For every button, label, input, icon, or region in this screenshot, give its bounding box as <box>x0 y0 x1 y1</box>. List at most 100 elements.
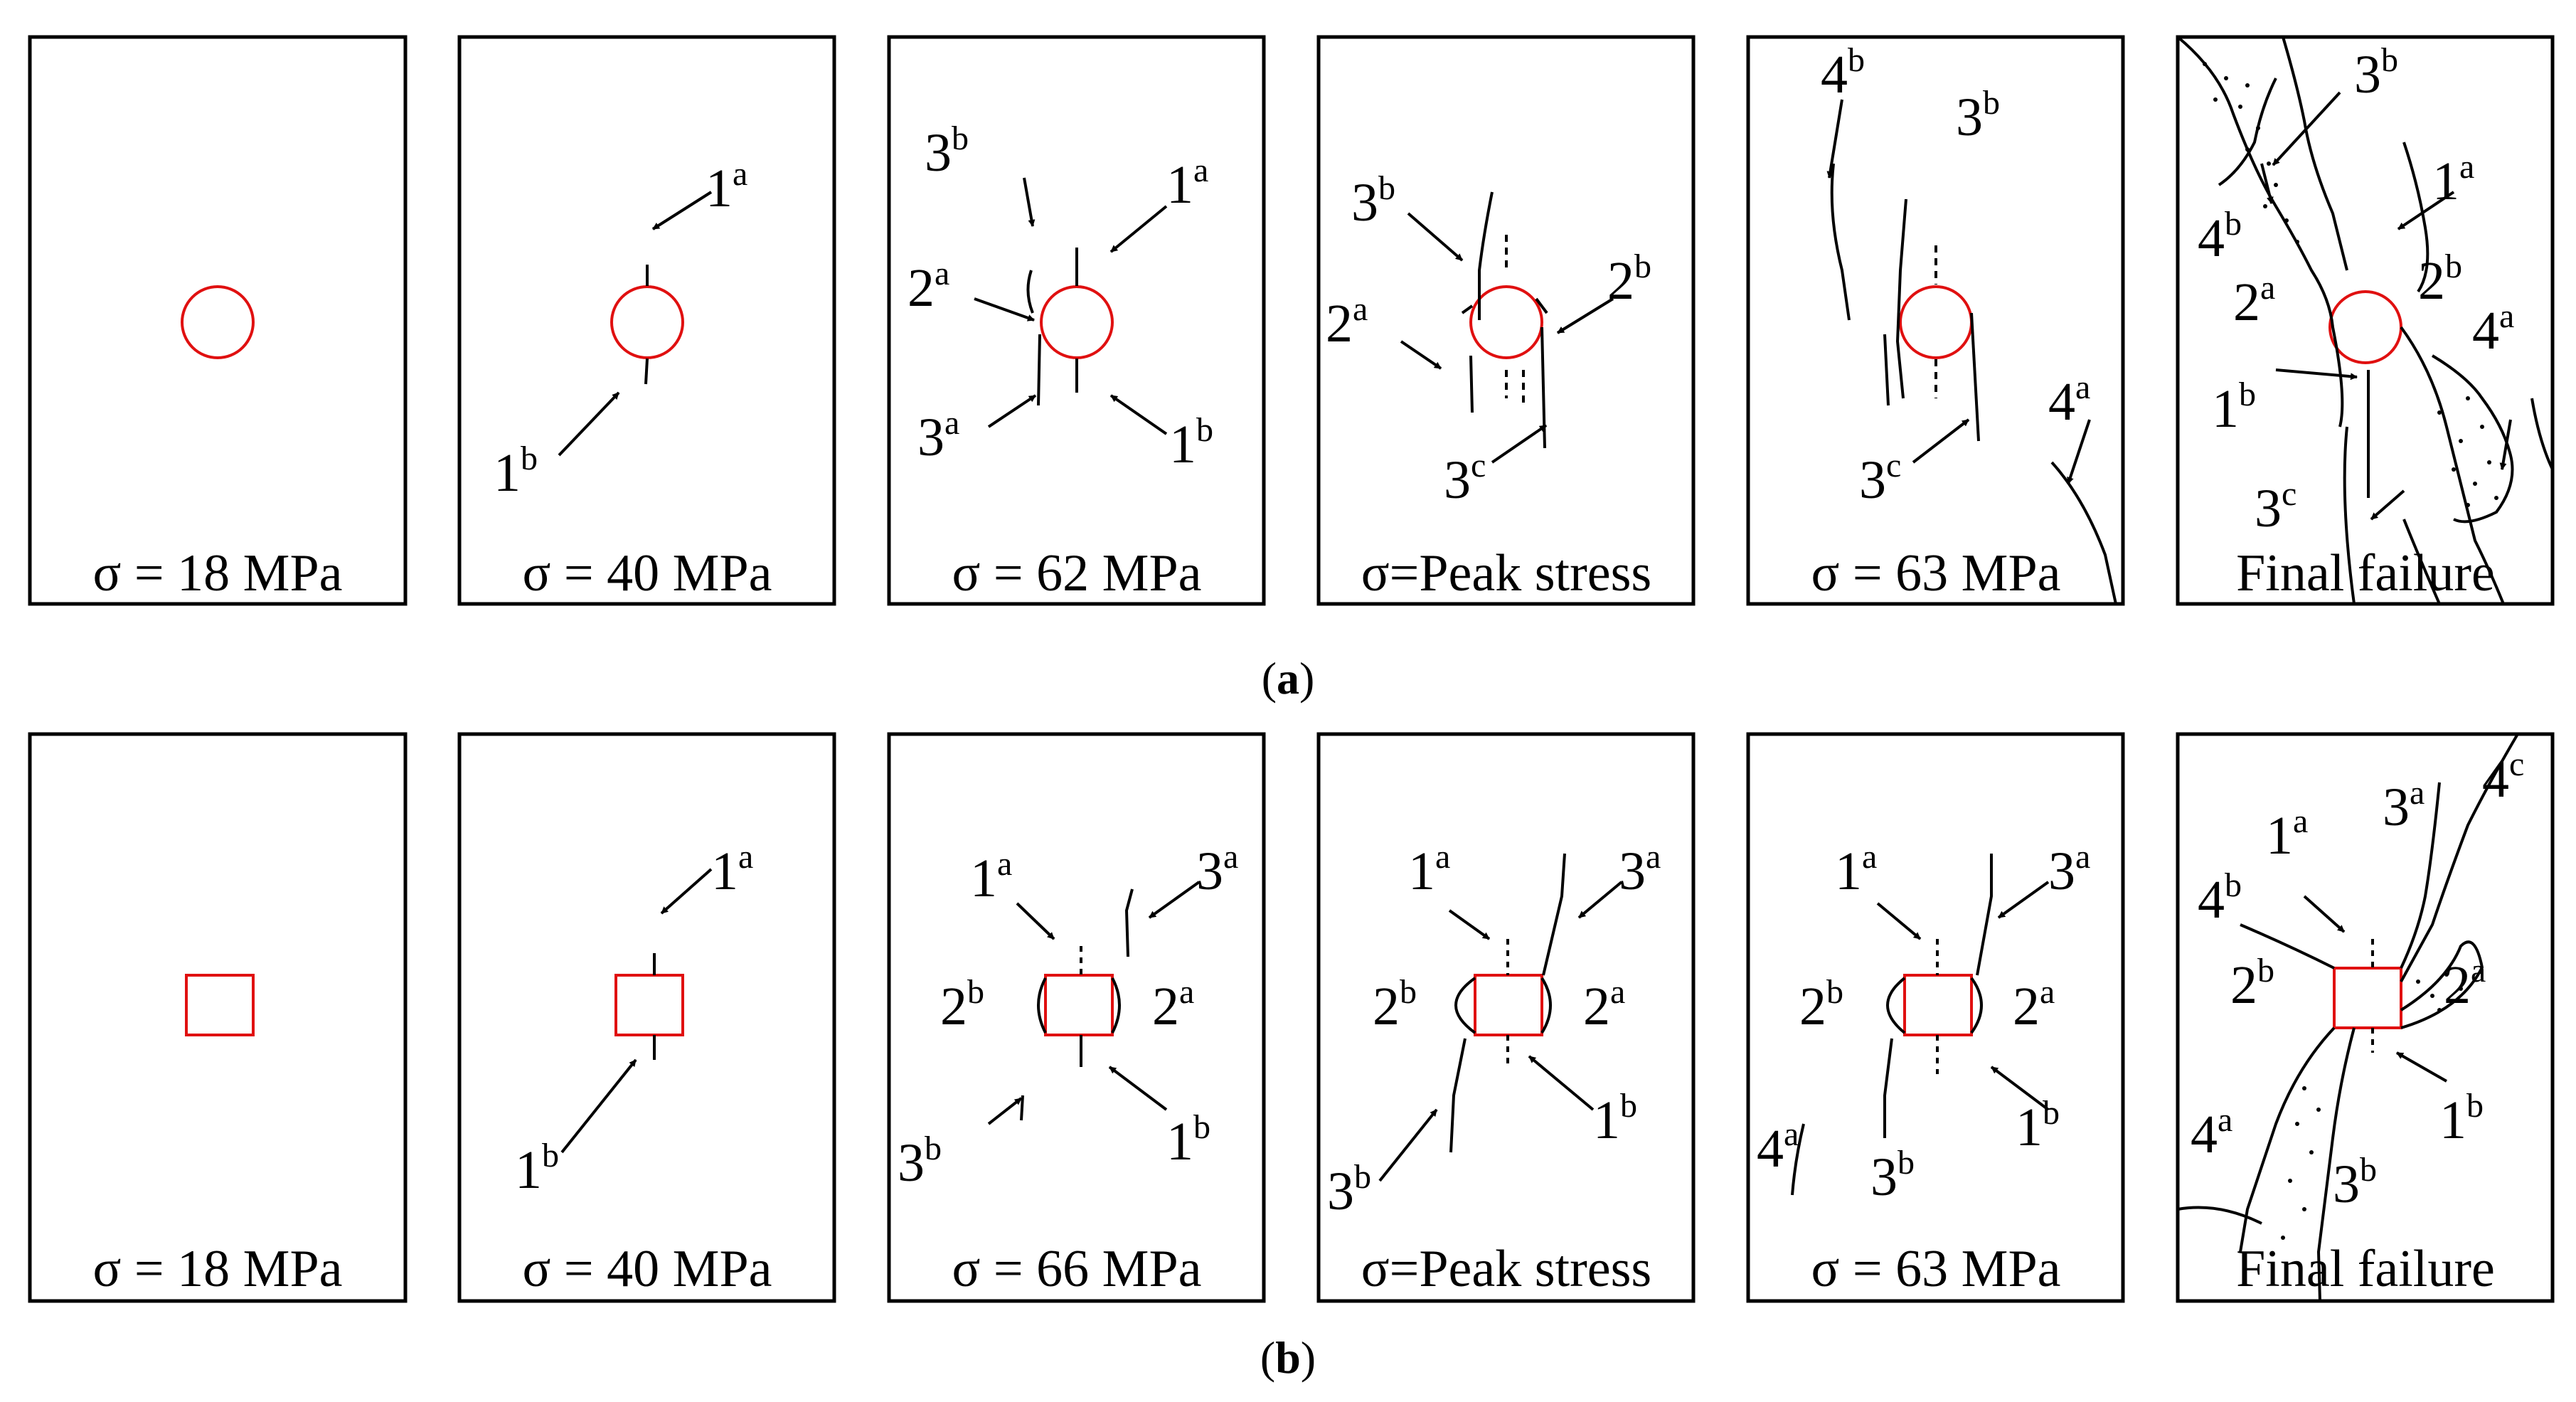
row-b: 1a 1b 1a 3a 2b 2a 3b 1b 1a 3a 2b 2a 1b 3… <box>28 732 2555 1383</box>
circular-opening <box>610 285 684 359</box>
svg-text:2b: 2b <box>1607 248 1651 311</box>
svg-text:1b: 1b <box>1169 411 1213 474</box>
crack-label: 3 <box>917 408 944 467</box>
row-a: 1a 1b 3b 1a 2a 3a 1b 3b 2b 2a 3c 4b 3b 3… <box>28 35 2555 703</box>
crack-labels: 1a 1b 1a 3a 2b 2a 3b 1b 1a 3a 2b 2a 1b 3… <box>515 745 2524 1221</box>
svg-text:3c: 3c <box>2255 475 2296 538</box>
crack-label: 3 <box>1351 173 1378 233</box>
square-opening <box>614 974 684 1036</box>
panel-frame <box>2176 732 2555 1303</box>
crack-label: 4 <box>2191 1105 2218 1164</box>
crack-label: 3 <box>1444 450 1471 510</box>
crack-label: 3 <box>1196 841 1223 901</box>
crack-label: 1 <box>2212 379 2239 439</box>
crack-label: 2 <box>940 977 967 1036</box>
svg-text:1a: 1a <box>1166 152 1208 215</box>
svg-text:3b: 3b <box>1870 1144 1915 1207</box>
svg-text:1a: 1a <box>706 155 747 218</box>
svg-text:4b: 4b <box>2198 866 2242 930</box>
arrows <box>560 868 2447 1182</box>
crack-label: 3 <box>1859 450 1886 510</box>
crack-label: 3 <box>1327 1162 1354 1221</box>
svg-text:3b: 3b <box>1956 84 2000 147</box>
svg-text:1b: 1b <box>2439 1087 2484 1150</box>
stage-label: σ = 40 MPa <box>523 1240 772 1298</box>
crack-label: 4 <box>1757 1119 1784 1179</box>
crack-label: 4 <box>1821 45 1848 105</box>
crack-label: 4 <box>2472 301 2499 361</box>
svg-text:4a: 4a <box>2472 297 2514 361</box>
crack-label: 1 <box>1166 155 1193 215</box>
arrows <box>558 91 2512 521</box>
crack-label: 1 <box>711 841 738 901</box>
square-opening <box>185 974 255 1036</box>
crushed-zone <box>2281 972 2463 1240</box>
svg-text:2b: 2b <box>940 973 984 1036</box>
svg-text:4a: 4a <box>2048 368 2090 432</box>
svg-text:3b: 3b <box>925 120 969 183</box>
svg-text:2a: 2a <box>2233 269 2275 332</box>
crack-label: 2 <box>1583 977 1610 1036</box>
svg-text:2a: 2a <box>2013 973 2055 1036</box>
svg-text:3b: 3b <box>2354 41 2398 105</box>
crack-label: 1 <box>2432 152 2459 211</box>
crack-label: 2 <box>1152 977 1179 1036</box>
stage-labels: σ = 18 MPa σ = 40 MPa σ = 62 MPa σ=Peak … <box>93 544 2495 602</box>
panel-frame <box>28 35 408 606</box>
crack-label: 3 <box>1619 841 1646 901</box>
stage-label: σ=Peak stress <box>1361 544 1651 602</box>
crack-label: 1 <box>1408 841 1435 901</box>
panel-frame <box>2176 35 2555 606</box>
svg-text:2a: 2a <box>1152 973 1194 1036</box>
crack-label: 2 <box>2418 251 2445 311</box>
svg-text:2a: 2a <box>1583 973 1625 1036</box>
crack-label: 3 <box>2048 841 2075 901</box>
svg-text:1b: 1b <box>2212 376 2256 439</box>
stage-label: σ = 63 MPa <box>1811 1240 2061 1298</box>
svg-text:2a: 2a <box>2444 952 2486 1015</box>
svg-text:3c: 3c <box>1444 447 1486 510</box>
crack-label: 3 <box>1956 87 1983 147</box>
crack-label: 3 <box>898 1133 925 1193</box>
crack-label: 1 <box>1593 1090 1620 1150</box>
circular-opening <box>181 285 255 359</box>
crack-label: 2 <box>1799 977 1826 1036</box>
panel-frame <box>1316 732 1696 1303</box>
svg-text:3b: 3b <box>1327 1158 1371 1221</box>
svg-text:3a: 3a <box>1619 838 1661 901</box>
panel-frame <box>28 732 408 1303</box>
stage-label: σ = 18 MPa <box>93 1240 343 1298</box>
svg-text:4b: 4b <box>2198 205 2242 268</box>
svg-text:3a: 3a <box>2383 774 2425 837</box>
circular-opening <box>1899 285 1973 359</box>
svg-text:3b: 3b <box>2333 1151 2377 1214</box>
stage-label: σ = 63 MPa <box>1811 544 2061 602</box>
circular-opening <box>1040 285 1114 359</box>
svg-text:3b: 3b <box>1351 169 1395 233</box>
crack-label: 3 <box>2333 1154 2360 1214</box>
crack-label: 1 <box>1835 841 1862 901</box>
svg-text:4a: 4a <box>1757 1115 1799 1179</box>
svg-text:1a: 1a <box>970 845 1012 908</box>
crushed-zone <box>2203 62 2498 507</box>
crack-label: 1 <box>1166 1112 1193 1172</box>
crack-label: 1 <box>2439 1090 2466 1150</box>
panel-frame <box>457 732 836 1303</box>
crack-label: 1 <box>1169 415 1196 474</box>
stage-label: σ = 40 MPa <box>523 544 772 602</box>
square-opening <box>1474 974 1543 1036</box>
svg-text:3a: 3a <box>1196 838 1238 901</box>
svg-text:3c: 3c <box>1859 447 1901 510</box>
square-opening <box>2333 967 2402 1029</box>
crack-label: 2 <box>2230 955 2257 1015</box>
svg-text:2b: 2b <box>2230 952 2274 1015</box>
crack-label: 1 <box>706 159 733 218</box>
stage-label: σ = 66 MPa <box>952 1240 1202 1298</box>
stage-label: Final failure <box>2236 1240 2495 1298</box>
crack-label: 2 <box>1373 977 1400 1036</box>
circular-opening <box>2328 290 2402 364</box>
svg-text:1a: 1a <box>2432 148 2474 211</box>
svg-text:1b: 1b <box>515 1137 559 1200</box>
svg-text:2b: 2b <box>1799 973 1843 1036</box>
stage-label: Final failure <box>2236 544 2495 602</box>
